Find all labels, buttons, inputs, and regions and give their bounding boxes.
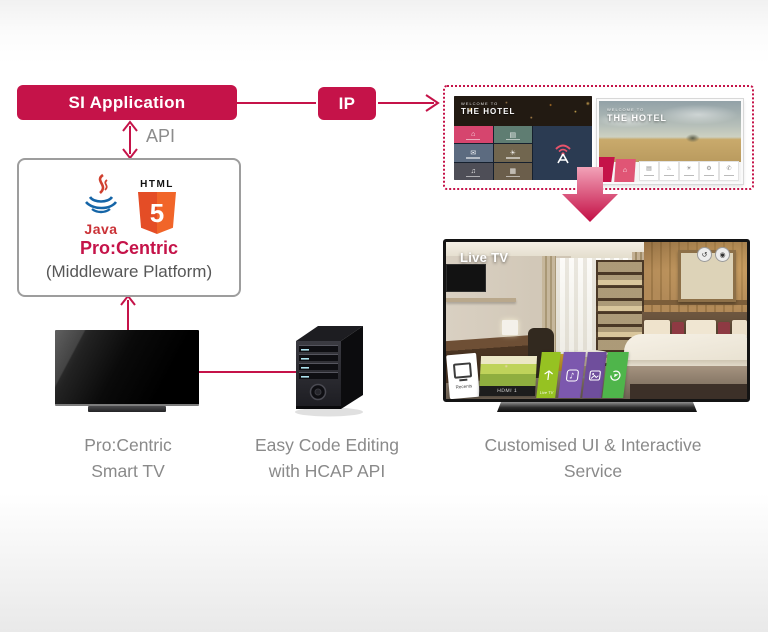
caption-line: Smart TV — [91, 461, 165, 481]
photo-app-tile — [582, 352, 607, 398]
wall-shelf — [446, 298, 516, 302]
menu-tile-home-icon: ⌂ — [454, 126, 493, 144]
menu-tile-music-icon: ♫ — [454, 162, 493, 180]
html5-digit: 5 — [149, 198, 165, 228]
photo-app-icon — [588, 369, 601, 381]
hotel-room-scene: Live TV ↺ ◉ Recents HDMI 1 Live TV — [446, 242, 747, 399]
procentric-ui-preview-box: WELCOME TO THE HOTEL ⌂ ▤ ✉ ☀ ♫ ▦ — [443, 85, 754, 190]
java-logo-icon: Java — [78, 173, 124, 237]
welcome-text: WELCOME TO — [461, 101, 499, 106]
recents-card: Recents — [446, 352, 480, 399]
menu-tile-weather-icon: ☀ — [493, 144, 532, 162]
wall-molding — [644, 300, 747, 305]
menu-tile-services-icon: ✉ — [454, 144, 493, 162]
caption-line: Customised UI & Interactive — [484, 435, 702, 455]
menu-card-dining-icon: ♨ — [659, 161, 679, 181]
hotel-title: THE HOTEL — [461, 107, 516, 116]
html5-shield: 5 — [138, 192, 176, 234]
hdmi-label: HDMI 1 — [478, 386, 536, 396]
caption-line: Pro:Centric — [84, 435, 172, 455]
middleware-box: Java HTML 5 Pro:Centric (Middleware Plat… — [17, 158, 241, 297]
music-app-icon: ♪ — [565, 368, 579, 382]
tv-input-icon-base — [459, 378, 468, 382]
live-tile-label: Live TV — [539, 390, 554, 395]
live-tv-tile: Live TV — [536, 352, 561, 398]
api-label: API — [146, 126, 176, 146]
caption-line: Service — [563, 461, 623, 481]
procentric-title: Pro:Centric — [79, 238, 178, 258]
ip-node: IP — [318, 87, 376, 120]
down-arrow — [562, 167, 618, 222]
caption-customised-ui: Customised UI & Interactive Service — [443, 432, 743, 484]
hotel-title: THE HOTEL — [607, 113, 667, 123]
pillow — [686, 320, 716, 338]
record-dot-icon: ◉ — [715, 247, 730, 262]
html-wordmark: HTML — [140, 179, 174, 190]
html5-logo-icon: HTML 5 — [134, 180, 180, 234]
back-arrow-icon: ↺ — [697, 247, 712, 262]
si-application-node: SI Application — [17, 85, 237, 120]
menu-card-phone-icon: ✆ — [719, 161, 739, 181]
hotel-art-screen: WELCOME TO THE HOTEL ⌂ ▤ ♨ ☀ ⚙ ✆ — [597, 99, 743, 184]
si-application-label: SI Application — [68, 92, 186, 112]
menu-tile-grid: ⌂ ▤ ✉ ☀ ♫ ▦ — [454, 126, 532, 180]
caption-easy-code-editing: Easy Code Editing with HCAP API — [227, 432, 427, 484]
menu-tile-info-icon: ▤ — [493, 126, 532, 144]
screen-share-tile — [602, 352, 629, 398]
antenna-icon — [544, 370, 554, 380]
pillow — [732, 320, 747, 338]
recents-label: Recents — [455, 383, 473, 390]
screen-share-icon — [610, 370, 621, 381]
wall-tv — [446, 264, 486, 292]
caption-line: with HCAP API — [268, 461, 386, 481]
desk-lamp — [502, 320, 518, 335]
tv-input-icon — [452, 362, 473, 379]
pillow — [644, 320, 670, 338]
landscape-painting — [599, 101, 741, 163]
menu-card-info-icon: ▤ — [639, 161, 659, 181]
tv-stand — [88, 406, 166, 412]
logo-row: Java HTML 5 — [78, 170, 180, 237]
broadcast-antenna-icon — [554, 144, 571, 164]
menu-tile-apps-icon: ▦ — [493, 162, 532, 180]
hcap-server — [287, 321, 371, 422]
middleware-subtitle: (Middleware Platform) — [45, 262, 213, 281]
caption-procentric-smart-tv: Pro:Centric Smart TV — [28, 432, 228, 484]
hdmi-preview-card: HDMI 1 — [478, 356, 538, 396]
hotel-menu-screen: WELCOME TO THE HOTEL ⌂ ▤ ✉ ☀ ♫ ▦ — [454, 96, 592, 180]
java-wordmark: Java — [84, 221, 118, 237]
big-tv-stand — [497, 402, 697, 412]
customised-ui-tv: Live TV ↺ ◉ Recents HDMI 1 Live TV — [443, 239, 750, 402]
menu-card-weather-icon: ☀ — [679, 161, 699, 181]
bed-throw — [624, 360, 747, 368]
welcome-text: WELCOME TO — [607, 107, 645, 112]
caption-line: Easy Code Editing — [255, 435, 399, 455]
live-tv-badge: Live TV — [460, 250, 509, 265]
server-tower-icon — [295, 326, 363, 417]
hdmi-thumbnail — [479, 356, 538, 386]
menu-card-settings-icon: ⚙ — [699, 161, 719, 181]
svg-text:♪: ♪ — [568, 371, 574, 380]
procentric-smart-tv — [55, 330, 199, 406]
bed-base — [630, 384, 747, 399]
hotel-banner: WELCOME TO THE HOTEL — [454, 96, 592, 126]
music-app-tile: ♪ — [558, 352, 586, 398]
ip-label: IP — [338, 93, 356, 113]
